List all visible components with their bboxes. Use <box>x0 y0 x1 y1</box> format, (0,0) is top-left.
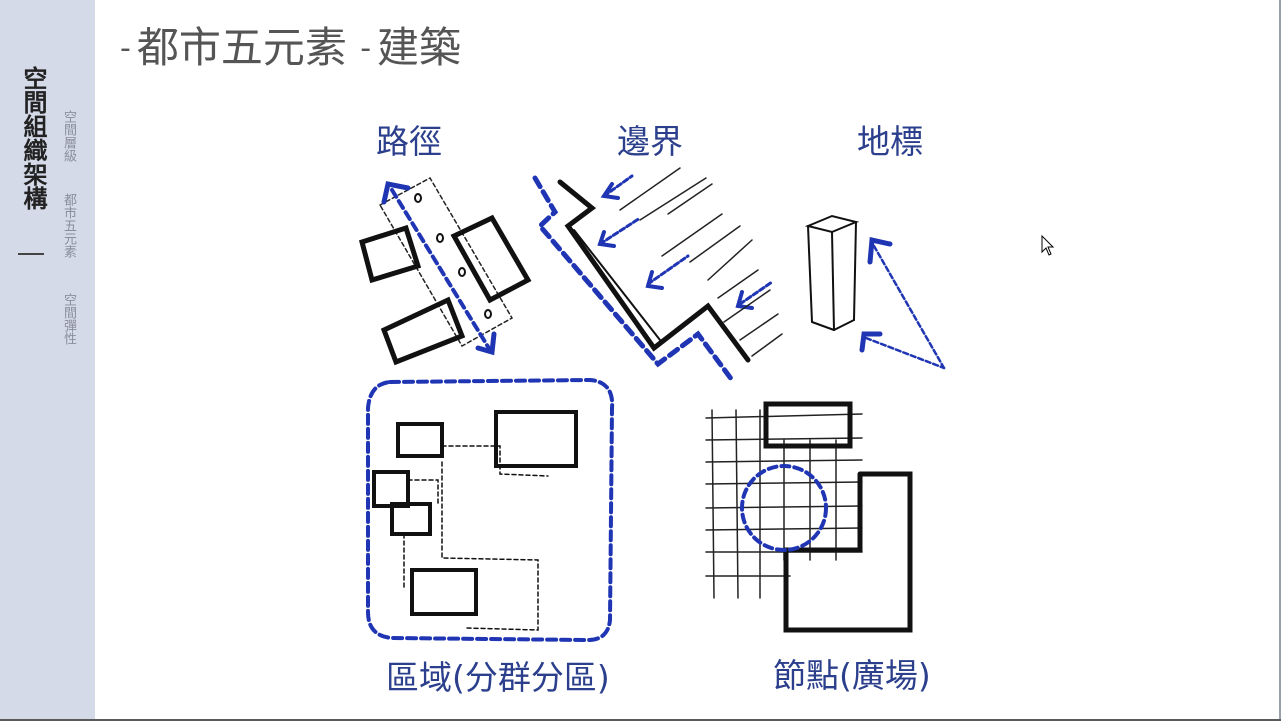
sidebar: 空間組織架構 空間層級 都市五元素 空間彈性 <box>0 0 95 721</box>
label-edge: 邊界 <box>617 122 683 161</box>
label-node: 節點(廣場) <box>773 656 931 695</box>
label-landmark: 地標 <box>857 122 923 161</box>
district-sketch <box>366 377 615 643</box>
slide-title: -都市五元素 -建築 <box>120 20 461 77</box>
section-title: 空間組織架構 <box>19 66 47 210</box>
title-dash: - <box>120 31 131 66</box>
label-path: 路徑 <box>376 122 442 161</box>
landmark-sketch <box>804 214 946 370</box>
section-title-underline <box>18 253 44 255</box>
window-bottom-edge <box>0 719 1281 721</box>
window-right-edge <box>1279 0 1281 721</box>
label-district: 區域(分群分區) <box>386 658 610 697</box>
title-main: 都市五元素 <box>136 23 347 72</box>
title-separator: - <box>360 31 372 66</box>
edge-sketch <box>532 167 783 383</box>
sidebar-item-spatial-flexibility[interactable]: 空間彈性 <box>61 293 76 345</box>
node-sketch <box>705 401 913 633</box>
sidebar-item-spatial-hierarchy[interactable]: 空間層級 <box>61 110 76 162</box>
title-sub: 建築 <box>377 23 462 72</box>
mouse-pointer-icon <box>1041 235 1055 256</box>
sidebar-item-urban-five-elements[interactable]: 都市五元素 <box>61 193 76 258</box>
path-sketch <box>358 176 532 366</box>
